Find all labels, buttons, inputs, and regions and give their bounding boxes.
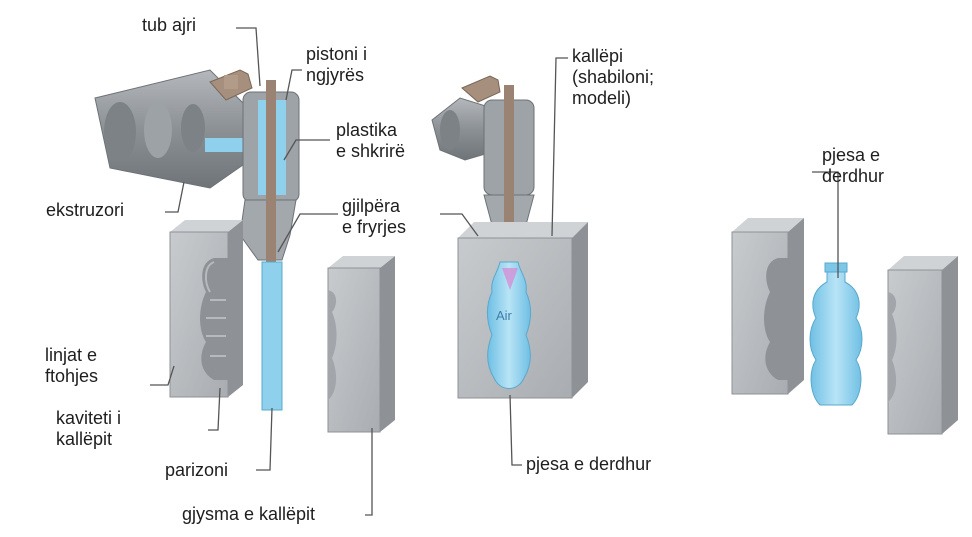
label-kallepi: kallëpi(shabiloni;modeli) [572,46,655,108]
stage-1 [94,69,395,433]
stage-3 [731,218,958,435]
mold-half-right-1 [327,256,395,433]
molded-bottle [809,262,863,406]
mold-half-left-3 [731,218,804,395]
air-text: Air [496,308,513,323]
closed-mold: Air [457,222,588,399]
extruder-1 [94,69,253,189]
label-pjesa-derdhur-mid: pjesa e derdhur [526,454,652,474]
label-parizoni: parizoni [165,460,229,480]
die-head-2 [461,75,535,285]
parison [261,261,283,411]
label-gjysma: gjysma e kallëpit [182,504,316,524]
stage-2: Air [431,75,588,399]
mold-half-left-1 [169,220,243,398]
leader-lines [150,27,839,516]
label-ekstruzori: ekstruzori [46,200,125,220]
label-tub-ajri: tub ajri [142,15,197,35]
extruder-2 [431,97,493,161]
mold-half-right-3 [887,256,958,435]
die-head-1 [209,69,300,265]
